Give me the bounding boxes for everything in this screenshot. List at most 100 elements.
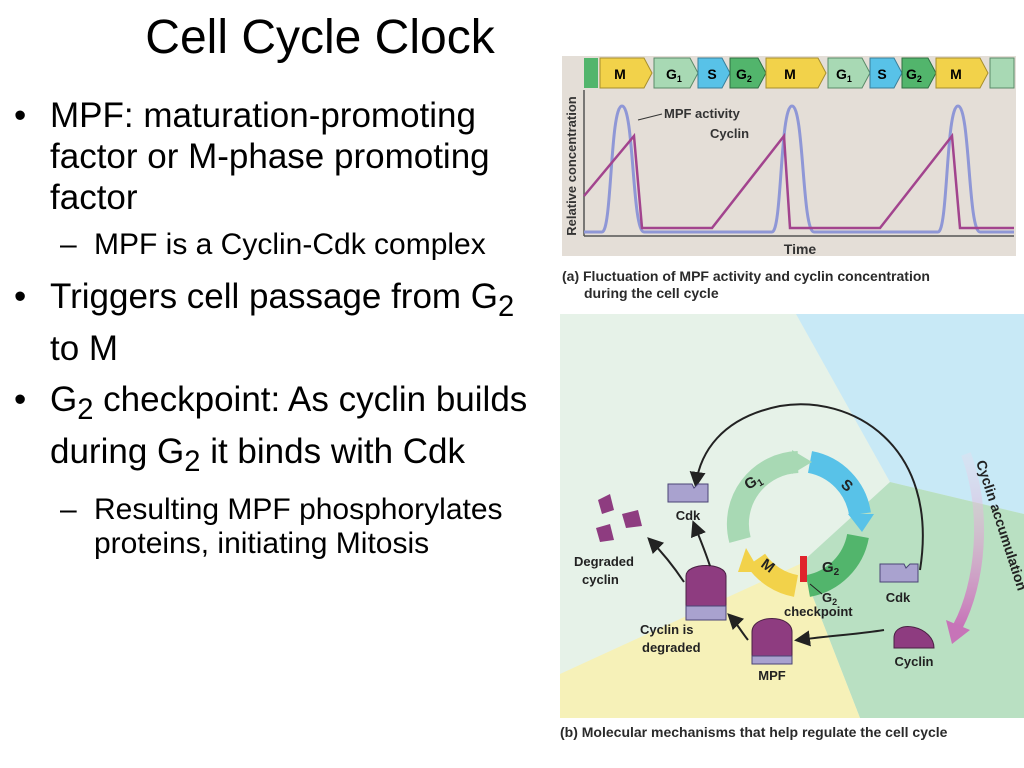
cell-cycle-ring: G1 S G2 M: [726, 450, 874, 597]
text: G: [906, 66, 917, 82]
phase-g1-2-label: G1: [836, 66, 852, 84]
y-axis-label: Relative concentration: [564, 96, 579, 235]
subscript: 2: [832, 597, 837, 607]
phase-s-2: [869, 57, 903, 89]
cyclin-shape: [893, 626, 935, 649]
phase-m-1-label: M: [614, 66, 626, 82]
phase-m-2-label: M: [784, 66, 796, 82]
subscript: 1: [756, 477, 767, 490]
subscript: 2: [747, 74, 752, 84]
phase-m-1: [599, 57, 653, 89]
cyclin-label: Cyclin: [894, 654, 933, 669]
fragment: [622, 510, 642, 528]
caption-a-line1: (a) Fluctuation of MPF activity and cycl…: [562, 268, 930, 284]
mpf-cyclin-graph: M G1 S G2 M G1 S G2 M Relative concentra…: [562, 56, 1016, 256]
subbullet-resulting-mpf: Resulting MPF phosphorylates proteins, i…: [10, 493, 540, 561]
ring-m-segment: [746, 553, 799, 597]
ring-m-arrowhead: [738, 548, 760, 572]
ring-g1-arrowhead: [792, 450, 812, 474]
arrow-mpf-to-degraded: [727, 613, 749, 641]
phase-bar: M G1 S G2 M G1 S G2 M: [584, 57, 1015, 89]
x-axis-label: Time: [784, 241, 817, 256]
text: checkpoint: As cyclin builds during G: [50, 380, 528, 471]
caption-a-line2: during the cell cycle: [584, 285, 719, 301]
text: it binds with Cdk: [200, 432, 466, 471]
cdk-top-label: Cdk: [676, 508, 701, 523]
phase-g1-1-label: G1: [666, 66, 682, 84]
ring-g2-label: G2: [822, 559, 840, 578]
molecular-mechanism-diagram: Cyclin accumulation G1 S G2 M Cdk Cdk De…: [560, 314, 1024, 718]
arrow-to-cdk-top: [691, 520, 711, 567]
subscript: 1: [677, 74, 682, 84]
cyclin-degraded-label-2: degraded: [642, 640, 701, 655]
degrading-complex-shape: [685, 565, 727, 607]
phase-g2-start: [584, 58, 598, 88]
bullet-g2-checkpoint: G2 checkpoint: As cyclin builds during G…: [10, 379, 540, 483]
phase-g1-end: [989, 57, 1015, 89]
caption-b: (b) Molecular mechanisms that help regul…: [560, 724, 948, 740]
text: G: [736, 66, 747, 82]
cdk-right-shape: [879, 563, 919, 583]
phase-m-3-label: M: [950, 66, 962, 82]
checkpoint-word-label: checkpoint: [784, 604, 853, 619]
slide-title: Cell Cycle Clock: [145, 11, 495, 64]
bullet-list: MPF: maturation-promoting factor or M-ph…: [10, 95, 540, 575]
phase-s-1: [697, 57, 731, 89]
phase-s-2-label: S: [877, 66, 886, 82]
cyclin-curve: [583, 132, 1014, 230]
ring-s-arrowhead: [848, 514, 874, 532]
subscript: 2: [184, 446, 201, 478]
mpf-complex-shape: [751, 618, 793, 657]
subscript: 2: [834, 567, 840, 578]
subscript: 2: [917, 74, 922, 84]
bullet-triggers-passage: Triggers cell passage from G2 to M: [10, 276, 540, 369]
phase-m-3: [935, 57, 989, 89]
accumulation-arrow: [953, 452, 985, 629]
checkpoint-g2-label: G2: [822, 590, 837, 607]
phase-g2-2: [901, 57, 937, 89]
phase-m-2: [765, 57, 827, 89]
cdk-top-shape: [667, 483, 709, 503]
subscript: 2: [77, 394, 94, 426]
text: Triggers cell passage from G: [50, 277, 499, 316]
cyclin-label: Cyclin: [710, 126, 749, 141]
degraded-cyclin-label-2: cyclin: [582, 572, 619, 587]
phase-g1-1: [653, 57, 699, 89]
phase-g1-2: [827, 57, 871, 89]
checkpoint-marker: [800, 556, 807, 582]
bg-m-region: [560, 564, 860, 718]
cdk-right-label: Cdk: [886, 590, 911, 605]
arrow-to-degraded-cyclin: [647, 537, 685, 583]
phase-g2-1-label: G2: [736, 66, 752, 84]
bullet-mpf-definition: MPF: maturation-promoting factor or M-ph…: [10, 95, 540, 218]
text: G: [836, 66, 847, 82]
mpf-activity-label: MPF activity: [664, 106, 741, 121]
caption-a: (a) Fluctuation of MPF activity and cycl…: [562, 268, 1022, 302]
ring-s-segment: [807, 451, 871, 517]
degraded-cyclin-label-1: Degraded: [574, 554, 634, 569]
text: to M: [50, 329, 119, 368]
mpf-label: MPF: [758, 668, 786, 683]
mpf-cdk-base: [751, 655, 793, 665]
phase-g2-1: [729, 57, 767, 89]
cycle-arc-arrow: [689, 403, 924, 571]
fragment: [598, 494, 614, 514]
text: G: [822, 559, 834, 576]
subscript: 2: [498, 291, 515, 323]
phase-g2-2-label: G2: [906, 66, 922, 84]
subscript: 1: [847, 74, 852, 84]
ring-g2-segment: [805, 533, 869, 597]
phase-s-1-label: S: [707, 66, 716, 82]
text: G: [822, 590, 832, 605]
cyclin-degraded-label-1: Cyclin is: [640, 622, 693, 637]
degrading-cdk-base: [685, 605, 727, 621]
checkpoint-leader: [809, 583, 823, 595]
arrow-cyclin-to-mpf: [794, 629, 885, 647]
ring-g1-segment: [726, 451, 799, 543]
mpf-leader-line: [637, 113, 663, 121]
text: G: [50, 380, 78, 419]
fragment: [596, 524, 614, 542]
accumulation-arrowhead: [946, 620, 970, 644]
mpf-activity-curve: [584, 104, 1014, 234]
subbullet-mpf-complex: MPF is a Cyclin-Cdk complex: [10, 228, 540, 262]
